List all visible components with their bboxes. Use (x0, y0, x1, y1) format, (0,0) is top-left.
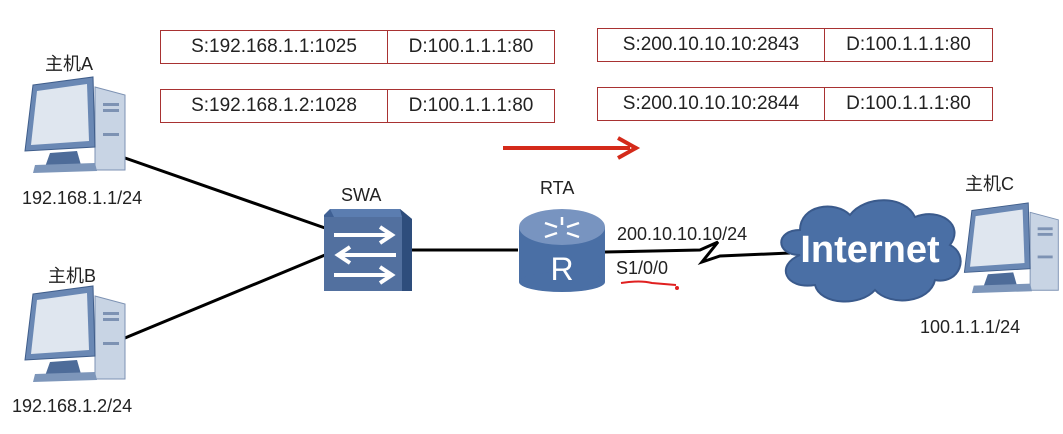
packet-dst: D:100.1.1.1:80 (408, 36, 534, 57)
cloud-label: Internet (800, 229, 940, 271)
host-c-name: 主机C (965, 174, 1014, 194)
computer-icon (24, 76, 126, 173)
host-c-ip: 100.1.1.1/24 (920, 317, 1021, 337)
packet-inside-2: S:192.168.1.2:1028 D:100.1.1.1:80 (160, 89, 555, 123)
host-a-ip: 192.168.1.1/24 (22, 188, 143, 208)
packet-src: S:200.10.10.10:2843 (598, 29, 825, 61)
router-icon: R (519, 209, 605, 292)
packet-src: S:200.10.10.10:2844 (598, 88, 825, 120)
packet-dst: D:100.1.1.1:80 (846, 93, 971, 114)
packet-outside-2: S:200.10.10.10:2844 D:100.1.1.1:80 (597, 87, 993, 121)
link-hostA-switch (124, 156, 326, 230)
host-a-name: 主机A (45, 54, 94, 74)
router-wan-ip: 200.10.10.10/24 (617, 224, 748, 244)
annotation-dot (675, 286, 679, 290)
packet-inside-1: S:192.168.1.1:1025 D:100.1.1.1:80 (160, 30, 555, 64)
packet-dst: D:100.1.1.1:80 (408, 95, 534, 116)
router-name: RTA (540, 178, 575, 198)
router-glyph: R (550, 251, 573, 287)
switch-name: SWA (341, 185, 382, 205)
router-interface: S1/0/0 (616, 258, 669, 278)
packet-src: S:192.168.1.1:1025 (161, 31, 388, 63)
computer-icon (24, 285, 126, 382)
host-b-ip: 192.168.1.2/24 (12, 396, 133, 416)
link-hostB-switch (124, 253, 326, 340)
host-b-name: 主机B (48, 266, 97, 286)
internet-cloud-icon: Internet (780, 199, 962, 303)
packet-dst: D:100.1.1.1:80 (846, 34, 971, 55)
computer-icon (963, 202, 1059, 294)
serial-link-router-internet (604, 240, 791, 266)
flow-arrow (503, 136, 641, 160)
packet-outside-1: S:200.10.10.10:2843 D:100.1.1.1:80 (597, 28, 993, 62)
packet-src: S:192.168.1.2:1028 (161, 90, 388, 122)
annotation-underline (620, 280, 677, 286)
switch-icon (324, 209, 412, 291)
